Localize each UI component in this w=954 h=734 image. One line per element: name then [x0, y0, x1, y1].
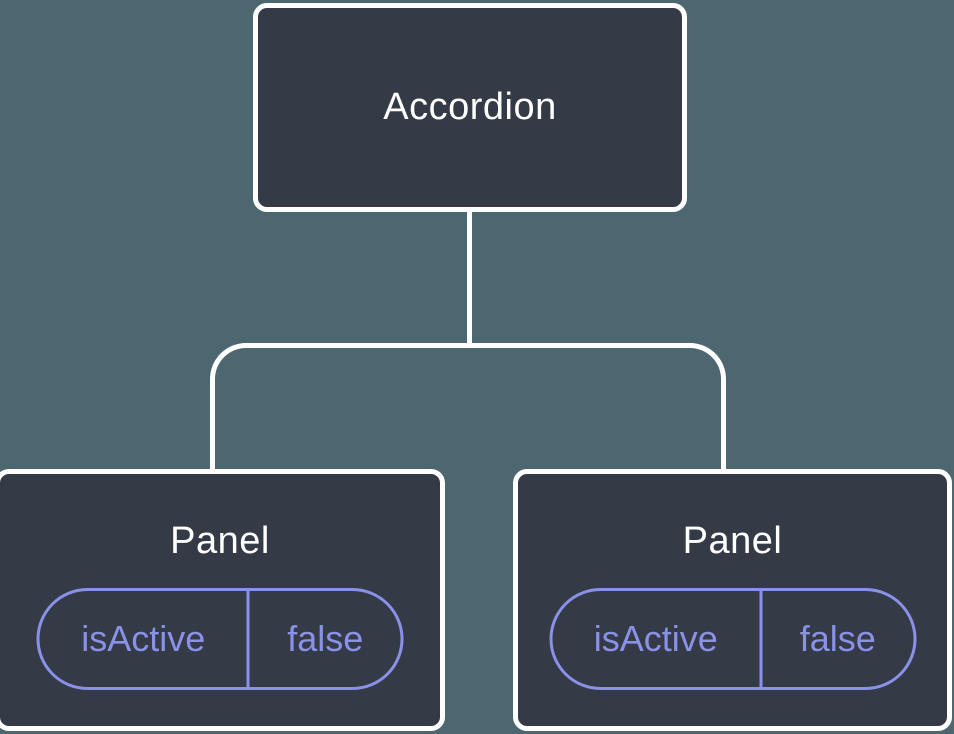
- panel-node-right: Panel isActive false: [513, 469, 952, 731]
- panel-node-label: Panel: [170, 520, 270, 562]
- panel-node-left: Panel isActive false: [0, 469, 445, 731]
- prop-value-cell: false: [287, 618, 364, 659]
- prop-value-cell: false: [799, 618, 876, 659]
- panel-node-label: Panel: [682, 520, 783, 562]
- prop-pill: isActive false: [36, 588, 404, 690]
- prop-name-cell: isActive: [40, 591, 250, 687]
- prop-name-cell: isActive: [552, 591, 763, 687]
- connector-stem: [467, 210, 472, 347]
- accordion-node-label: Accordion: [383, 86, 557, 128]
- accordion-node: Accordion: [253, 3, 687, 212]
- prop-pill: isActive false: [549, 588, 916, 690]
- connector-bracket: [210, 343, 726, 470]
